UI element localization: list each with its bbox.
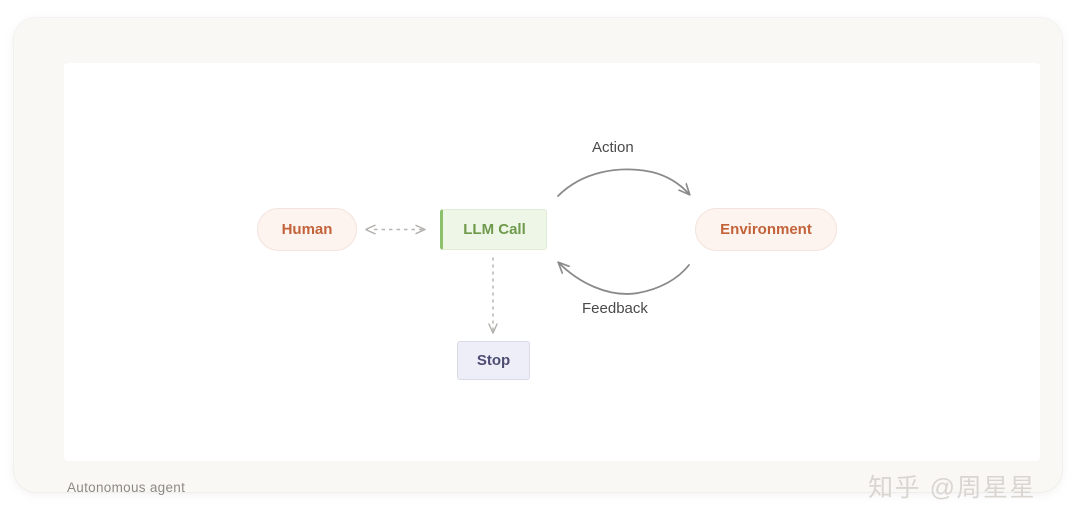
watermark-label: 知乎 @周星星 [868, 474, 1036, 502]
diagram-panel [64, 63, 1040, 461]
node-environment[interactable]: Environment [695, 208, 837, 251]
diagram-card: Autonomous agent 知乎 @周星星 [14, 18, 1062, 502]
edge-label-action: Action [592, 139, 634, 156]
diagram-caption: Autonomous agent [67, 480, 186, 495]
node-human[interactable]: Human [257, 208, 357, 251]
node-llm-call[interactable]: LLM Call [440, 209, 547, 250]
node-stop[interactable]: Stop [457, 341, 530, 380]
edge-label-feedback: Feedback [582, 300, 648, 317]
